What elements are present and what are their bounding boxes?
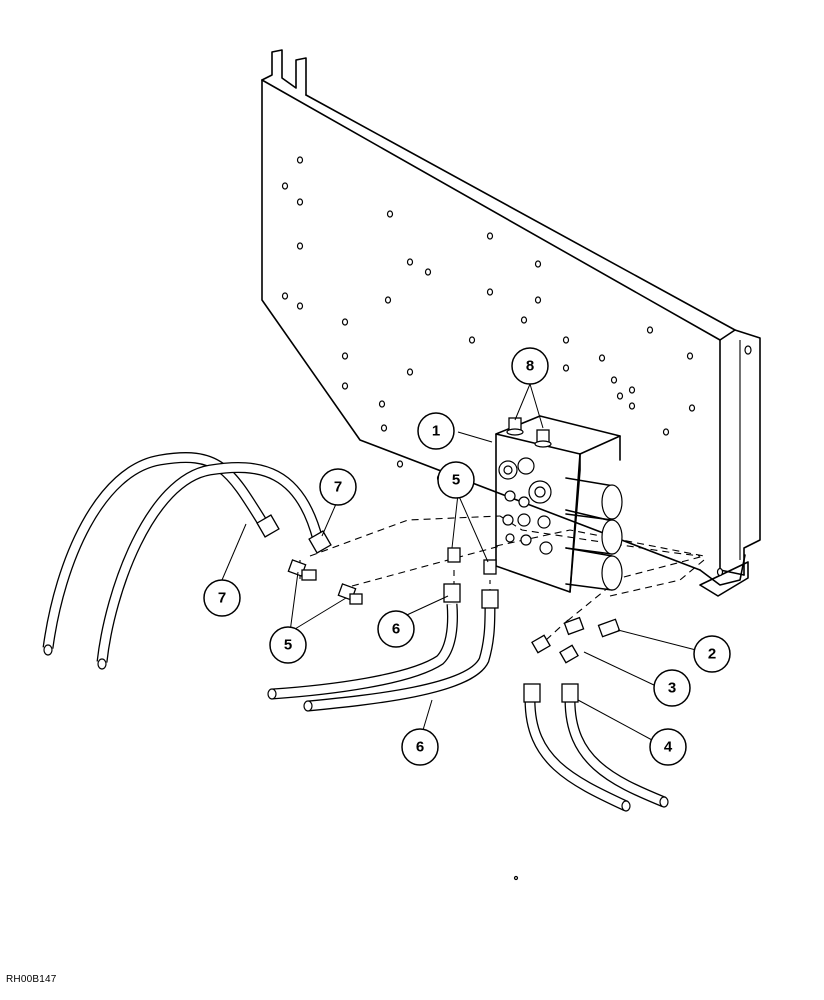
svg-text:4: 4	[664, 739, 673, 756]
svg-text:5: 5	[284, 637, 292, 654]
svg-text:7: 7	[334, 479, 342, 496]
svg-text:6: 6	[416, 739, 424, 756]
svg-text:8: 8	[526, 358, 534, 375]
callout-5b: 5	[269, 626, 307, 664]
callout-7b: 7	[203, 579, 241, 617]
valve-top-plugs	[506, 417, 552, 448]
plate-holes	[281, 156, 752, 881]
valve-ports	[498, 457, 553, 555]
svg-text:3: 3	[668, 680, 676, 697]
callout-7a: 7	[319, 468, 357, 506]
svg-text:6: 6	[392, 621, 400, 638]
leader-lines	[221, 383, 697, 741]
valve-solenoid-cylinders	[565, 477, 623, 591]
callout-6b: 6	[401, 728, 439, 766]
callout-2: 2	[693, 635, 731, 673]
valve-block	[495, 415, 623, 593]
callout-4: 4	[649, 728, 687, 766]
callout-5a: 5	[437, 461, 475, 499]
drawing-reference-code: RH00B147	[6, 974, 57, 985]
callout-3: 3	[653, 669, 691, 707]
hoses	[42, 452, 669, 812]
svg-text:7: 7	[218, 590, 226, 607]
callout-6a: 6	[377, 610, 415, 648]
assembly-centerlines	[299, 515, 705, 641]
hose-end-fittings	[256, 514, 579, 703]
svg-text:1: 1	[432, 423, 440, 440]
svg-text:5: 5	[452, 472, 460, 489]
callout-1: 1	[417, 412, 455, 450]
svg-text:2: 2	[708, 646, 716, 663]
mounting-plate	[261, 49, 761, 881]
callout-8: 8	[511, 347, 549, 385]
adapter-fittings	[287, 547, 621, 664]
